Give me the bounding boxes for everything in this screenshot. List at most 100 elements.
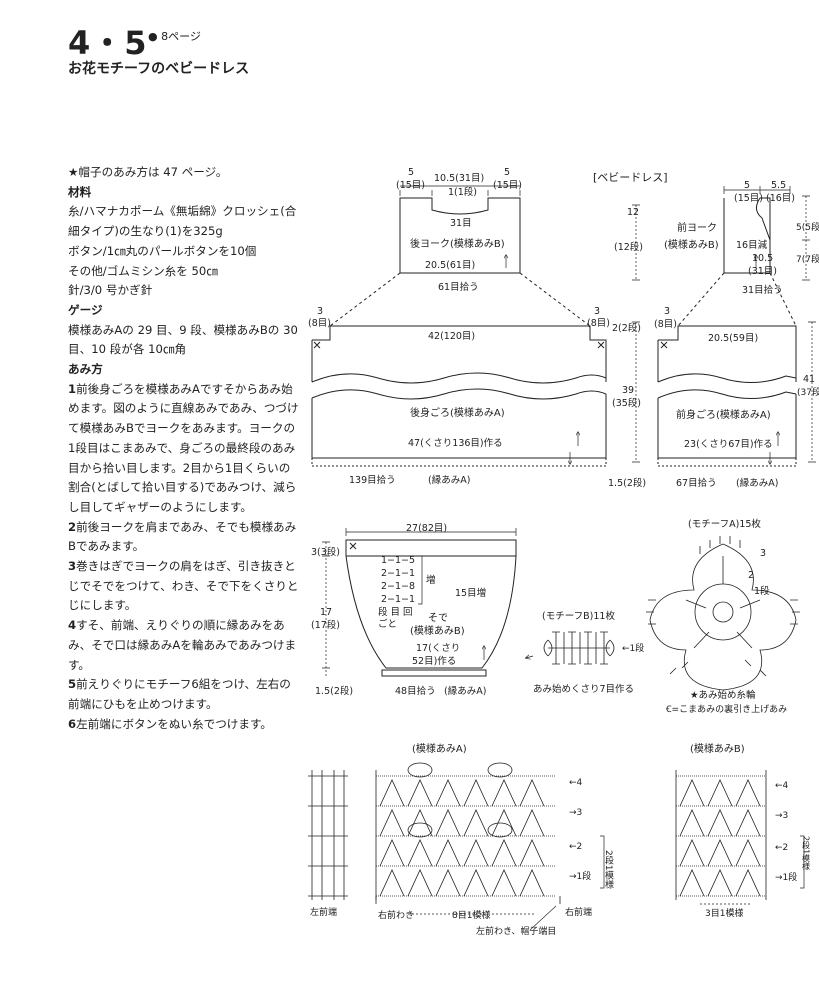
back-side-right-sts: (8目) xyxy=(587,318,610,329)
step-number: 4 xyxy=(68,618,77,633)
pattern-b-label: (模様あみB) xyxy=(690,742,745,755)
back-yoke-pickup: 61目拾う xyxy=(438,281,479,293)
back-body-height-rows: (35段) xyxy=(612,397,641,409)
material-line: その他/ゴムミシン糸を 50㎝ xyxy=(68,263,218,278)
back-yoke-width: 20.5(61目) xyxy=(425,260,475,271)
sleeve-inc-1: 1−1−5 xyxy=(381,555,415,566)
pattern-b-row4: ←4 xyxy=(775,781,789,791)
back-top-mid: 10.5(31目) xyxy=(434,173,484,184)
back-neck-sts: 31目 xyxy=(450,218,472,229)
front-body-diagram xyxy=(657,197,797,467)
motif-b-row: ←1段 xyxy=(622,642,644,654)
pattern-b-row3: →3 xyxy=(775,811,788,821)
front-side: 3 xyxy=(664,306,670,317)
back-body-label: 後身ごろ(模様あみA) xyxy=(410,406,505,419)
pattern-a-left-edge: 左前端 xyxy=(310,906,337,918)
sleeve-top-rows: 3(3段) xyxy=(311,546,340,558)
step: 6左前端にボタンをぬい糸でつけます。 xyxy=(68,715,300,735)
pattern-a-bracket-line xyxy=(600,835,605,889)
sleeve-label: そで xyxy=(428,612,448,624)
gauge-heading: ゲージ xyxy=(68,302,103,317)
motif-b-row-text: 1段 xyxy=(630,642,645,654)
back-hem-pickup: 139目拾う xyxy=(349,474,396,486)
front-yoke-pattern: (模様あみB) xyxy=(664,238,719,251)
pattern-a-bracket: 2段1模様 xyxy=(603,850,614,888)
material-line: 糸/ハマナカポーム《無垢綿》クロッシェ(合細タイプ)の生なり(1)を325g xyxy=(68,204,297,239)
motif-a-chart xyxy=(646,536,800,691)
pattern-b-row2: ←2 xyxy=(775,843,788,853)
step-number: 1 xyxy=(68,381,77,396)
materials-heading: 材料 xyxy=(68,184,92,199)
page-title: お花モチーフのベビードレス xyxy=(68,61,250,77)
back-body-diagram xyxy=(311,197,607,467)
sleeve-cuff-chain2: 52目)作る xyxy=(412,655,456,667)
back-gap-rows: 2(2段) xyxy=(612,322,641,334)
pattern-a-chart xyxy=(308,762,561,931)
back-yoke-height-rows: (12段) xyxy=(614,241,643,253)
sleeve-each: ごと xyxy=(378,618,397,630)
pattern-b-bracket: 2段1模様 xyxy=(802,836,811,870)
back-top-left-sts: (15目) xyxy=(396,180,425,191)
page-ref-text: 8ページ xyxy=(161,30,201,43)
front-total-rows: (37段) xyxy=(797,386,819,398)
pattern-b-chart xyxy=(675,770,767,905)
back-dimensions xyxy=(399,185,640,464)
back-side-left: 3 xyxy=(317,306,323,317)
sleeve-cuff-chain: 17(くさり xyxy=(416,643,460,654)
front-top-right-sts: (16目) xyxy=(766,193,795,204)
step-text: 巻きはぎでヨークの肩をはぎ、引き抜きとじでそでをつけて、わき、そで下をくさりとじ… xyxy=(68,559,299,613)
back-hem-rows: 1.5(2段) xyxy=(608,477,646,489)
back-edge: (縁あみA) xyxy=(428,474,470,486)
sleeve-width: 27(82目) xyxy=(406,523,447,534)
back-yoke-height: 12 xyxy=(627,207,639,218)
sleeve-diagram xyxy=(345,539,517,677)
step-number: 6 xyxy=(68,716,77,731)
inc-bracket xyxy=(418,555,423,605)
motif-a-legend1: ★あみ始め糸輪 xyxy=(690,689,756,701)
back-body-height: 39 xyxy=(622,385,634,396)
pattern-b-row1: →1段 xyxy=(775,871,797,883)
back-neck-rows: 1(1段) xyxy=(448,186,477,198)
pattern-a-label: (模様あみA) xyxy=(412,742,467,755)
front-neck-width: 10.5 xyxy=(752,253,773,264)
sleeve-cuff-pickup: 48目拾う xyxy=(395,685,436,697)
step: 3巻きはぎでヨークの肩をはぎ、引き抜きとじでそでをつけて、わき、そで下をくさりと… xyxy=(68,557,300,616)
pattern-b-row3-text: 3 xyxy=(783,811,789,821)
sleeve-cuff-rows: 1.5(2段) xyxy=(315,685,353,697)
pattern-b-repeat: 3目1模様 xyxy=(705,907,743,919)
pattern-a-row2-text: 2 xyxy=(577,842,583,852)
material-line: 針/3/0 号かぎ針 xyxy=(68,283,153,298)
sleeve-inc-label: 増 xyxy=(426,574,436,586)
material-line: ボタン/1㎝丸のパールボタンを10個 xyxy=(68,243,257,258)
front-pickup: 31目拾う xyxy=(742,284,783,296)
step: 2前後ヨークを肩まであみ、そでも模様あみBであみます。 xyxy=(68,518,300,557)
pattern-a-row4: ←4 xyxy=(569,778,583,788)
pattern-a-row2: ←2 xyxy=(569,842,582,852)
section-label: [ベビードレス] xyxy=(593,171,668,184)
front-dimensions xyxy=(723,186,816,464)
back-yoke-label: 後ヨーク(模様あみB) xyxy=(410,237,505,250)
sleeve-edge: (縁あみA) xyxy=(444,685,486,697)
sleeve-inc-legend: 段 目 回 xyxy=(378,606,413,618)
step-number: 2 xyxy=(68,519,77,534)
instructions: ★帽子のあみ方は 47 ページ。 材料 糸/ハマナカポーム《無垢綿》クロッシェ(… xyxy=(68,163,300,734)
front-hem-pickup: 67目拾う xyxy=(676,477,717,489)
motif-a-legend2: Ꞓ=こまあみの裏引き上げあみ xyxy=(665,703,787,715)
step: 1前後身ごろを模様あみAですそからあみ始めます。図のように直線あみであみ、つづけ… xyxy=(68,380,300,518)
pattern-a-row1-text: 1段 xyxy=(577,870,592,882)
motif-b-label: (モチーフB)11枚 xyxy=(542,610,615,622)
back-top-right: 5 xyxy=(504,167,510,178)
motif-a-round3: 3 xyxy=(760,548,766,559)
motif-a-round2: 2 xyxy=(748,570,754,581)
pattern-b-row4-text: 4 xyxy=(783,781,789,791)
pattern-b-row2-text: 2 xyxy=(783,843,789,853)
front-yoke-label: 前ヨーク xyxy=(677,221,717,234)
step-text: すそ、前端、えりぐりの順に縁あみをあみ、そで口は縁あみAを輪あみであみつけます。 xyxy=(68,618,297,672)
motif-a-label: (モチーフA)15枚 xyxy=(688,518,761,530)
pattern-b-row1-text: 1段 xyxy=(783,871,798,883)
sleeve-height: 17 xyxy=(320,607,332,618)
front-body-label: 前身ごろ(模様あみA) xyxy=(676,408,771,421)
motif-b-start: あみ始めくさり7目作る xyxy=(533,683,634,695)
front-side-sts: (8目) xyxy=(654,319,677,330)
